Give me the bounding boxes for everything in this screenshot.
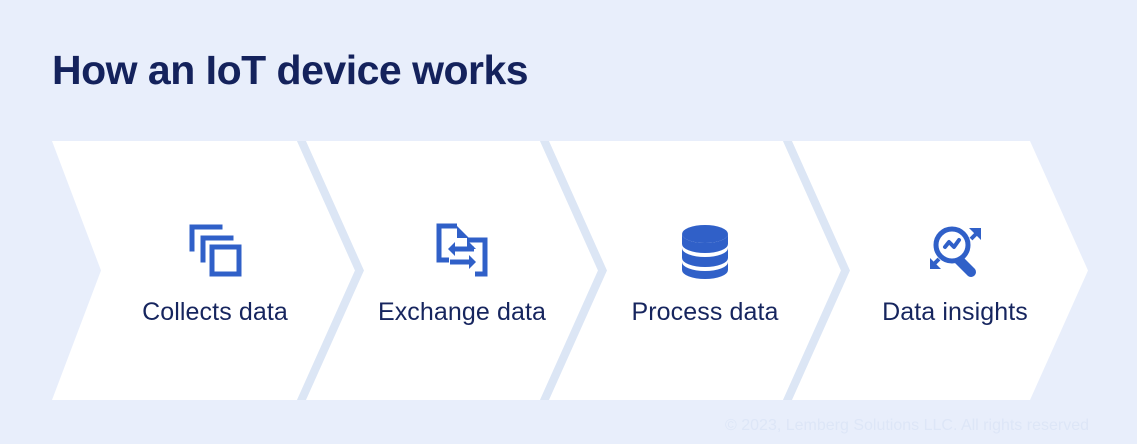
step-label: Collects data [142,298,288,326]
step-data-insights[interactable]: Data insights [830,141,1080,400]
step-exchange-data[interactable]: Exchange data [337,141,587,400]
magnifier-trend-icon [919,214,991,286]
step-label: Process data [631,298,779,326]
steps-layer: Collects data [0,141,1137,400]
chevron-shape-2 [306,141,598,400]
page-title: How an IoT device works [52,47,529,93]
step-collects-data[interactable]: Collects data [90,141,340,400]
step-label: Data insights [882,298,1028,326]
chevron-shape-4 [792,141,1088,400]
stacked-squares-icon [179,214,251,286]
step-label: Exchange data [377,298,547,326]
documents-exchange-icon [426,214,498,286]
chevron-shape-1 [52,141,355,400]
step-process-data[interactable]: Process data [580,141,830,400]
chevron-band [0,141,1137,400]
footer-copyright: © 2023, Lemberg Solutions LLC. All right… [725,417,1089,434]
database-icon [669,214,741,286]
